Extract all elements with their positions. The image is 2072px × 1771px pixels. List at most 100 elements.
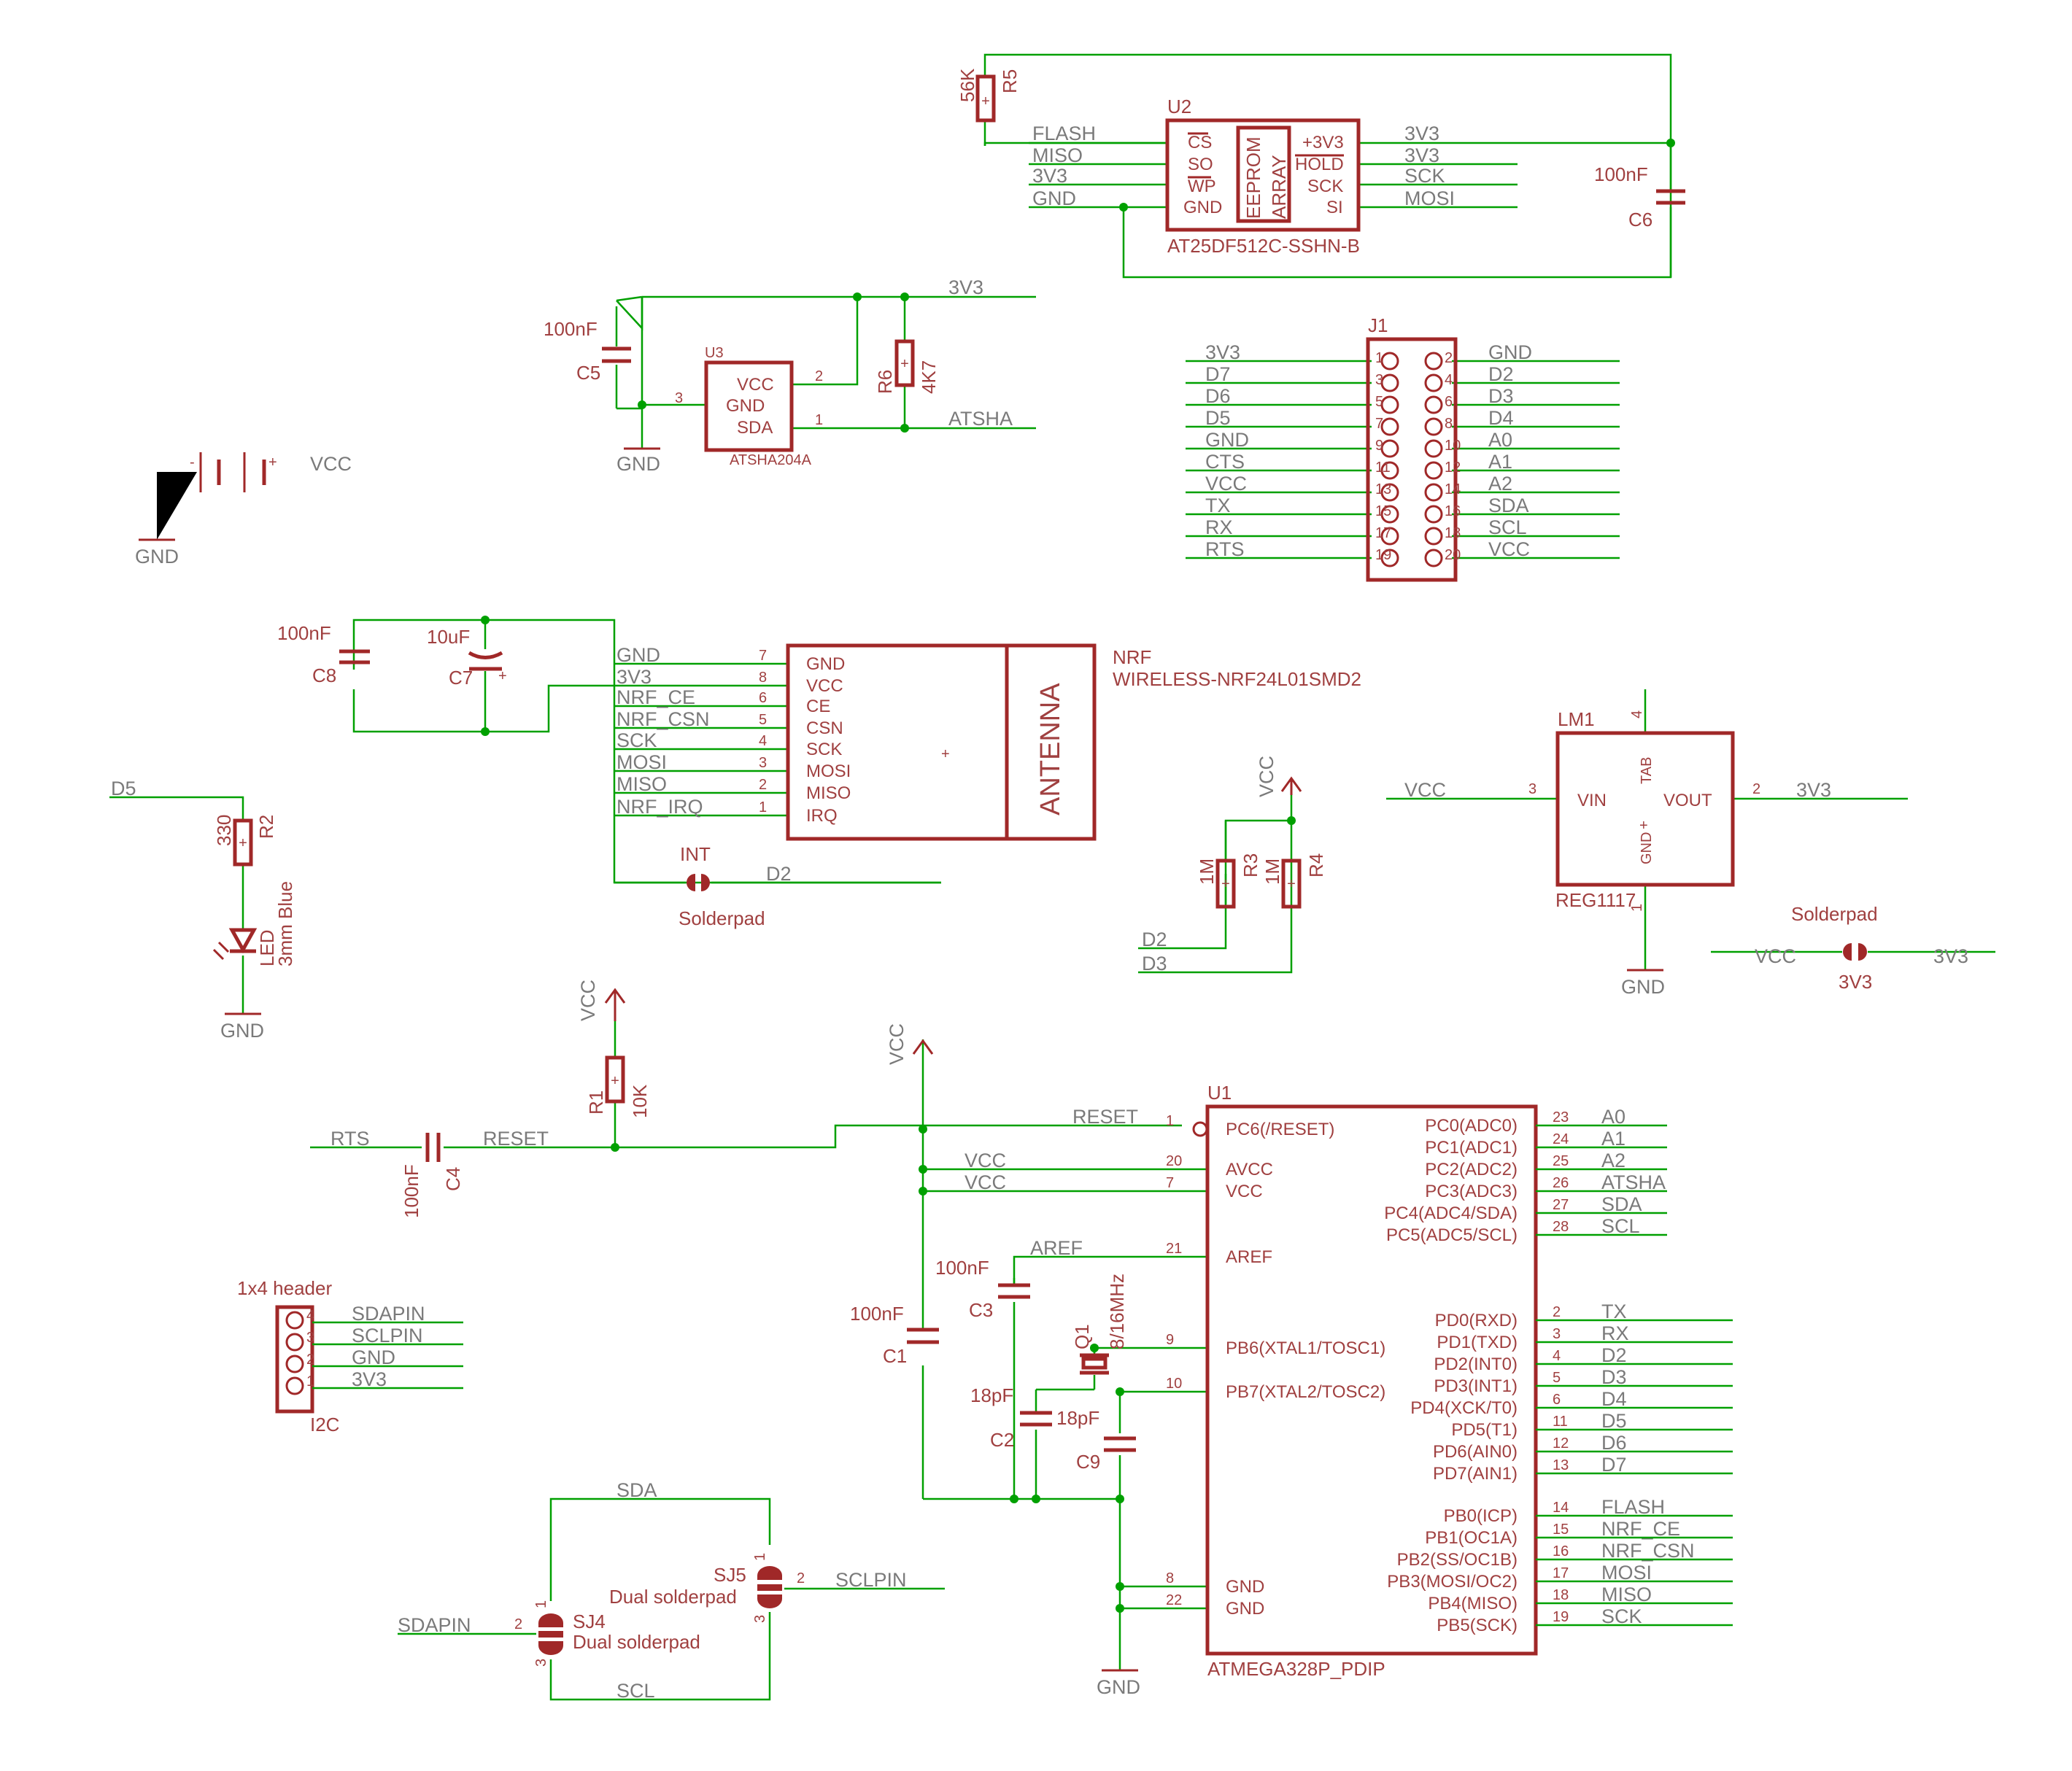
c9-ref: C9: [1076, 1451, 1100, 1473]
lm1-vout-net: 3V3: [1796, 779, 1831, 801]
battery-gnd: GND: [135, 546, 179, 567]
net-3v3-u3: 3V3: [948, 276, 983, 298]
u1-right-wires: [1536, 1124, 1733, 1627]
u1-right-pin-number: 24: [1553, 1131, 1569, 1147]
nrf-pin: MISO: [806, 783, 851, 803]
j1-pin-left: 9: [1375, 438, 1383, 454]
u1-right-net: MOSI: [1601, 1562, 1652, 1584]
net-aref: AREF: [1030, 1237, 1083, 1259]
j1-pad: [1424, 439, 1443, 458]
u1-right-pin-number: 4: [1553, 1348, 1561, 1364]
j1-pin-left: 3: [1375, 372, 1383, 388]
u1-right-net: A1: [1601, 1128, 1625, 1150]
u1-right-net: FLASH: [1601, 1496, 1665, 1518]
c6-value: 100nF: [1594, 163, 1648, 185]
c3-capacitor: 100nF C3 AREF: [935, 1237, 1083, 1321]
solderpad-3v3: Solderpad 3V3 VCC 3V3: [1755, 903, 1968, 993]
u1-right-pin: PC2(ADC2): [1425, 1160, 1518, 1179]
i2c-pin-number: 4: [306, 1308, 314, 1324]
u1-right-pin: PB3(MOSI/OC2): [1387, 1572, 1518, 1592]
j1-pad: [1380, 439, 1399, 458]
u1-right-pin-number: 23: [1553, 1109, 1569, 1125]
u1-right-net: NRF_CE: [1601, 1518, 1680, 1540]
svg-text:+: +: [900, 356, 909, 372]
nrf-ref: NRF: [1113, 646, 1151, 668]
u1-right-net: SCL: [1601, 1215, 1640, 1237]
u3-pin-gnd: GND: [726, 396, 765, 416]
u1-left-pin: GND: [1226, 1599, 1264, 1619]
j1-net-right: D3: [1488, 385, 1514, 407]
battery-minus: -: [190, 454, 195, 470]
lm1-pin-tab: 4: [1629, 710, 1645, 718]
c9-value: 18pF: [1056, 1407, 1099, 1429]
u2-pin-3v3: +3V3: [1302, 133, 1344, 152]
net-miso: MISO: [1032, 144, 1083, 166]
c2-capacitor: 18pF C2: [970, 1384, 1052, 1451]
j1-net-right: A2: [1488, 473, 1512, 495]
gnd-symbol-u3: GND: [616, 447, 660, 475]
c7-ref: C7: [449, 667, 473, 689]
c2-value: 18pF: [970, 1384, 1013, 1406]
lm1-ref: LM1: [1558, 708, 1595, 730]
c8-ref: C8: [312, 664, 336, 686]
j1-pad: [1424, 352, 1443, 371]
i2c-pad: [285, 1376, 304, 1395]
nrf-pin: GND: [806, 654, 845, 674]
nrf-pin: CSN: [806, 718, 843, 738]
u1-right-net: NRF_CSN: [1601, 1540, 1695, 1562]
vcc-arrow-u1: VCC: [886, 1023, 934, 1065]
r5-resistor: + 56K R5: [956, 68, 1021, 123]
c1-ref: C1: [883, 1345, 907, 1367]
u1-left-pin-number: 10: [1166, 1376, 1182, 1392]
u1-right-pin: PB0(ICP): [1444, 1506, 1518, 1526]
u1-right-pin: PD3(INT1): [1434, 1376, 1518, 1396]
reset-rts: RTS: [330, 1128, 370, 1150]
u2-pin-so: SO: [1188, 155, 1213, 174]
q1-ref: Q1: [1071, 1324, 1093, 1349]
j1-net-right: SCL: [1488, 516, 1527, 538]
nrf-module: ANTENNA + NRF WIRELESS-NRF24L01SMD2 GND7…: [616, 643, 1361, 841]
sj4-pin1: 1: [533, 1600, 549, 1608]
u2-pin-cs: CS: [1188, 133, 1212, 152]
r3-ref: R3: [1240, 853, 1261, 877]
i2c-net: GND: [352, 1346, 395, 1368]
u1-left-pin: AREF: [1226, 1247, 1272, 1267]
u1-right-pin-number: 11: [1553, 1414, 1568, 1430]
u1-right-pin-number: 18: [1553, 1587, 1569, 1603]
int-solderpad: INT Solderpad D2: [679, 843, 792, 929]
u1-right-pin: PD1(TXD): [1437, 1333, 1518, 1352]
r4-value: 1M: [1261, 859, 1283, 885]
u2-net-labels: FLASH MISO 3V3 GND 3V3 3V3 SCK MOSI: [1032, 123, 1455, 209]
nrf-net: MISO: [616, 773, 667, 795]
u1-right-pin: PB2(SS/OC1B): [1397, 1550, 1518, 1570]
j1-pad: [1424, 461, 1443, 480]
u1-right-pin: PD0(RXD): [1435, 1311, 1518, 1330]
j1-pad: [1424, 549, 1443, 567]
c7-value: 10uF: [427, 626, 470, 648]
j1-ref: J1: [1368, 314, 1388, 336]
u3-pinno-2: 2: [815, 368, 823, 384]
u1-right-pin-number: 2: [1553, 1304, 1561, 1320]
u1-right-pin-number: 15: [1553, 1522, 1569, 1538]
u1-left-pin-number: 20: [1166, 1153, 1182, 1169]
j1-wires: [1186, 360, 1620, 559]
u1-right-pin-number: 5: [1553, 1370, 1561, 1386]
nrf-pin-number: 2: [759, 777, 767, 793]
u1-left-pin: PC6(/RESET): [1226, 1120, 1334, 1139]
u1-atmega: U1 ATMEGA328P_PDIP PC6(/RESET)1AVCC20VCC…: [965, 1082, 1695, 1680]
pad3v3-left: VCC: [1755, 945, 1796, 967]
i2c-net: SCLPIN: [352, 1325, 423, 1346]
r3-value: 1M: [1196, 859, 1218, 885]
u3-part: ATSHA204A: [730, 452, 812, 468]
u1-right-net: D3: [1601, 1366, 1627, 1388]
r4-resistor: + 1M R4: [1261, 853, 1327, 909]
u1-right-pin: PD5(T1): [1451, 1420, 1518, 1440]
u1-right-net: MISO: [1601, 1584, 1652, 1605]
j1-pad: [1380, 549, 1399, 567]
u1-left-pin-number: 21: [1166, 1241, 1182, 1257]
j1-pad: [1380, 352, 1399, 371]
u1-right-net: D7: [1601, 1454, 1627, 1476]
reset-wires: [310, 1021, 1182, 1149]
j1-pin-left: 19: [1375, 547, 1391, 563]
u1-right-pin: PD2(INT0): [1434, 1355, 1518, 1374]
